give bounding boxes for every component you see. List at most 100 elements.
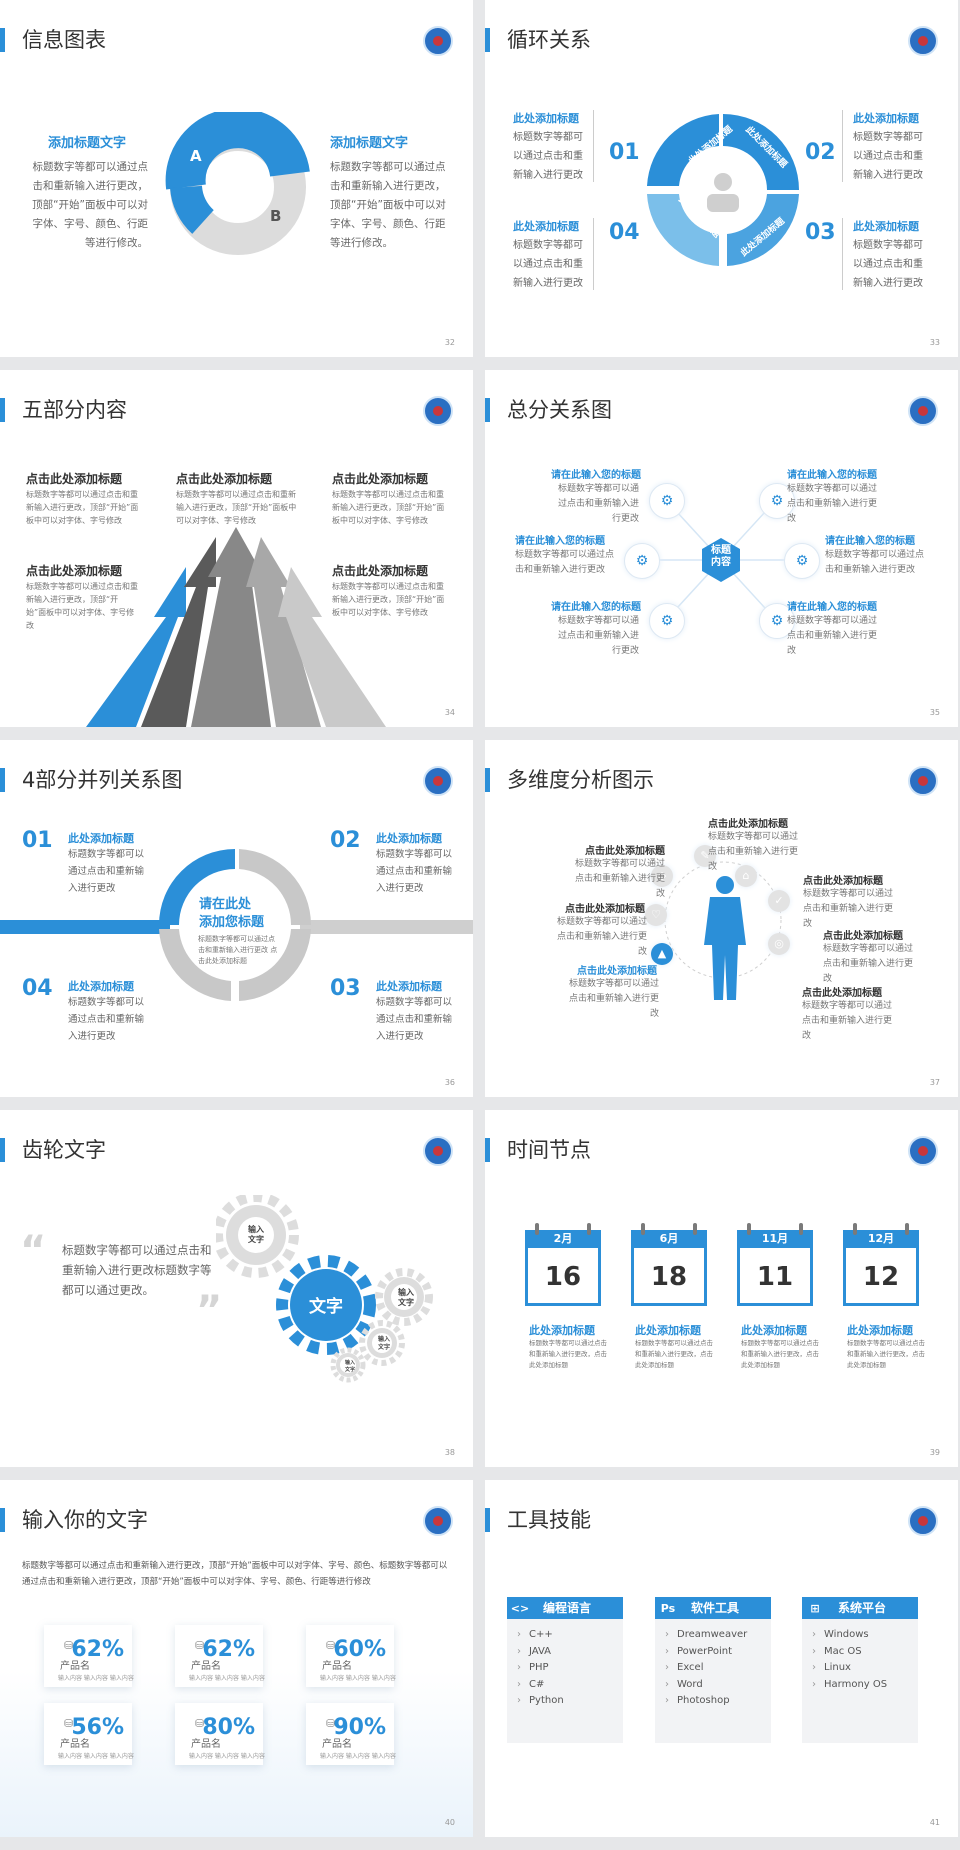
list-item: C# bbox=[517, 1677, 623, 1694]
item-1-text: 标题数字等都可以通过点击和重新输入进行更改，顶部“开始”面板中可以对字体、字号修… bbox=[26, 490, 139, 525]
item-2-text: 标题数字等都可以通过点击和重新输入进行更改 bbox=[574, 859, 665, 899]
calendar-month: 12月 bbox=[843, 1230, 919, 1248]
graduation-cap-icon: ▲ bbox=[651, 943, 673, 965]
item-3-number: 03 bbox=[805, 220, 836, 245]
item-6-heading: 点击此处添加标题 bbox=[823, 931, 903, 942]
item-3-text: 标题数字等都可以通过点击和重新输入进行更改 bbox=[515, 550, 615, 575]
calendar-ring bbox=[693, 1223, 697, 1235]
title-accent-bar bbox=[0, 28, 5, 52]
stat-card: ⛁ 62% 产品名 输入内容 输入内容 输入内容 bbox=[44, 1625, 134, 1687]
calendar-card: 2月 16 bbox=[525, 1223, 601, 1306]
left-band bbox=[0, 920, 170, 934]
stat-card: ⛁ 56% 产品名 输入内容 输入内容 输入内容 bbox=[44, 1703, 134, 1765]
stat-sub: 输入内容 输入内容 输入内容 bbox=[58, 1753, 134, 1760]
slide-38: 齿轮文字 “ 标题数字等都可以通过点击和重新输入进行更改标题数字等都可以通过更改… bbox=[0, 1110, 473, 1467]
stack-icon: ⛁ bbox=[64, 1717, 74, 1730]
stack-icon: ⛁ bbox=[195, 1639, 205, 1652]
lock-icon: ⌂ bbox=[735, 865, 757, 887]
diamond-icon: ◇ bbox=[651, 865, 673, 887]
item-1-heading: 点击此处添加标题 bbox=[26, 472, 123, 486]
item-1-number: 01 bbox=[609, 140, 640, 165]
calendar-day: 12 bbox=[843, 1248, 919, 1306]
right-text: 标题数字等都可以通过点击和重新输入进行更改，顶部“开始”面板中可以对字体、字号、… bbox=[330, 161, 446, 249]
businessman-silhouette bbox=[704, 876, 746, 1000]
calendar-month: 6月 bbox=[631, 1230, 707, 1248]
item-5-text: 标题数字等都可以通过点击和重新输入进行更改，顶部“开始”面板中可以对字体、字号修… bbox=[332, 582, 445, 617]
slide-title: 时间节点 bbox=[507, 1138, 591, 1162]
item-2-number: 02 bbox=[330, 828, 361, 853]
gear-icon: ⚙ bbox=[624, 543, 660, 579]
item-5-heading: 点击此处添加标题 bbox=[332, 564, 429, 578]
item-4-text: 标题数字等都可以通过点击和重新输入进行更改 bbox=[825, 550, 925, 575]
item-2-number: 02 bbox=[805, 140, 836, 165]
list-item: Word bbox=[665, 1677, 771, 1694]
segment-a-label: A bbox=[190, 147, 202, 165]
page-number: 35 bbox=[929, 708, 940, 717]
calendar-card: 12月 12 bbox=[843, 1223, 919, 1306]
school-logo-icon bbox=[908, 1506, 938, 1536]
group-label: 编程语言 bbox=[543, 1601, 592, 1615]
slide-title: 循环关系 bbox=[507, 28, 591, 52]
calendar-ring bbox=[587, 1223, 591, 1235]
item-4-heading: 此处添加标题 bbox=[68, 980, 134, 993]
item-3-heading: 此处添加标题 bbox=[741, 1324, 807, 1337]
item-3-heading: 点击此处添加标题 bbox=[565, 904, 645, 915]
item-4-heading: 点击此处添加标题 bbox=[577, 966, 657, 977]
stat-name: 产品名 bbox=[191, 1739, 221, 1750]
item-6-heading: 请在此输入您的标题 bbox=[787, 602, 877, 613]
slide-32: 信息图表 添加标题文字 标题数字等都可以通过点击和重新输入进行更改，顶部“开始”… bbox=[0, 0, 473, 357]
gear-icon: ⚙ bbox=[759, 603, 795, 639]
item-6-text: 标题数字等都可以通过点击和重新输入进行更改 bbox=[823, 944, 914, 984]
globe-icon: ◎ bbox=[768, 933, 790, 955]
list-item: Linux bbox=[812, 1660, 918, 1677]
page-number: 38 bbox=[444, 1448, 455, 1457]
slide-title: 输入你的文字 bbox=[22, 1508, 148, 1532]
main-gear-label: 文字 bbox=[309, 1297, 343, 1317]
quote-text: 标题数字等都可以通过点击和重新输入进行更改标题数字等都可以通过更改。 bbox=[62, 1243, 212, 1297]
stat-card: ⛁ 90% 产品名 输入内容 输入内容 输入内容 bbox=[306, 1703, 396, 1765]
item-1-number: 01 bbox=[22, 828, 53, 853]
gear-icon: ⚙ bbox=[784, 543, 820, 579]
gear-icon: ⚙ bbox=[649, 483, 685, 519]
stack-icon: ⛁ bbox=[326, 1639, 336, 1652]
stat-name: 产品名 bbox=[60, 1739, 90, 1750]
title-accent-bar bbox=[0, 1138, 5, 1162]
school-logo-icon bbox=[423, 1506, 453, 1536]
item-5-heading: 点击此处添加标题 bbox=[803, 876, 883, 887]
gear-label-3: 输入 文字 bbox=[377, 1336, 390, 1351]
gears-graphic bbox=[216, 1195, 433, 1383]
school-logo-icon bbox=[908, 1136, 938, 1166]
stat-card: ⛁ 60% 产品名 输入内容 输入内容 输入内容 bbox=[306, 1625, 396, 1687]
list-item: Python bbox=[517, 1693, 623, 1710]
item-2-heading: 此处添加标题 bbox=[853, 112, 919, 125]
title-accent-bar bbox=[485, 1138, 490, 1162]
calendar-month: 2月 bbox=[525, 1230, 601, 1248]
item-4-text: 标题数字等都可以通过点击和重新输入进行更改，点击此处添加标题 bbox=[847, 1339, 925, 1369]
left-text: 标题数字等都可以通过点击和重新输入进行更改，顶部“开始”面板中可以对字体、字号、… bbox=[32, 161, 148, 249]
item-4-heading: 点击此处添加标题 bbox=[26, 564, 123, 578]
calendar-day: 18 bbox=[631, 1248, 707, 1306]
item-2-heading: 请在此输入您的标题 bbox=[787, 470, 877, 481]
item-3-text: 标题数字等都可以通过点击和重新输入进行更改 bbox=[853, 240, 923, 289]
stat-percent: 62% bbox=[71, 1637, 124, 1662]
slide-title: 齿轮文字 bbox=[22, 1138, 106, 1162]
slide-37: 多维度分析图示 ✎ ◇ ♡ ▲ ⌂ ✓ ◎ 点击此处添加标题 标题数字等都可以通… bbox=[485, 740, 958, 1097]
item-2-heading: 此处添加标题 bbox=[376, 832, 442, 845]
item-1-text: 标题数字等都可以通过点击和重新输入进行更改 bbox=[557, 484, 639, 524]
item-4-text: 标题数字等都可以通过点击和重新输入进行更改 bbox=[513, 240, 583, 289]
quad-ring-diagram bbox=[159, 849, 312, 1001]
calendar-ring bbox=[905, 1223, 909, 1235]
stat-sub: 输入内容 输入内容 输入内容 bbox=[189, 1675, 265, 1682]
list-item: Mac OS bbox=[812, 1644, 918, 1661]
page-number: 39 bbox=[929, 1448, 940, 1457]
gear-icon: ⚙ bbox=[649, 603, 685, 639]
item-4-number: 04 bbox=[609, 220, 640, 245]
divider bbox=[842, 218, 843, 290]
item-4-heading: 请在此输入您的标题 bbox=[825, 536, 915, 547]
stat-card: ⛁ 62% 产品名 输入内容 输入内容 输入内容 bbox=[175, 1625, 265, 1687]
pen-icon: ✎ bbox=[694, 845, 716, 867]
item-2-heading: 点击此处添加标题 bbox=[176, 472, 273, 486]
item-5-text: 标题数字等都可以通过点击和重新输入进行更改 bbox=[557, 616, 639, 656]
page-number: 33 bbox=[929, 338, 940, 347]
item-1-heading: 此处添加标题 bbox=[529, 1324, 595, 1337]
